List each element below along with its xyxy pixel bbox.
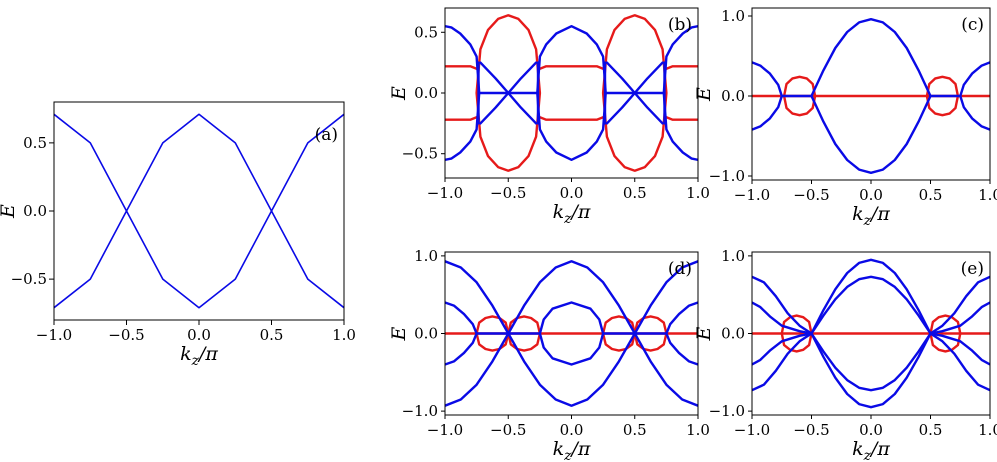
y-axis-label: E — [693, 87, 715, 102]
x-tick-label: −0.5 — [108, 326, 144, 344]
panel-label: (b) — [668, 15, 692, 35]
x-tick-label: 0.5 — [260, 326, 284, 344]
x-tick-label: 1.0 — [332, 326, 356, 344]
x-tick-label: 0.0 — [859, 421, 883, 439]
band-blue-6 — [445, 260, 698, 407]
x-tick-label: 0.5 — [623, 421, 647, 439]
band-blue-1 — [54, 113, 344, 309]
band-red-4 — [538, 65, 605, 70]
series-group — [752, 18, 990, 174]
x-tick-label: −0.5 — [490, 184, 526, 202]
x-tick-label: −0.5 — [793, 421, 829, 439]
y-axis-label: E — [388, 326, 410, 341]
band-blue-9 — [536, 25, 607, 161]
y-tick-label: −1.0 — [709, 402, 745, 420]
y-tick-label: 0.5 — [23, 134, 47, 152]
band-blue-5 — [445, 260, 698, 407]
panel-e: −1.0 −0.5 0.0 0.5 1.0 −1.0 0.0 1.0 kz/π E (e) — [693, 247, 997, 462]
y-tick-label: −1.0 — [709, 167, 745, 185]
band-blue-12 — [929, 332, 990, 366]
x-tick-label: 0.5 — [623, 184, 647, 202]
y-tick-label: 0.0 — [23, 202, 47, 220]
x-axis-label: kz/π — [852, 203, 890, 229]
y-tick-label: 1.0 — [721, 247, 745, 265]
y-axis-label: E — [0, 204, 19, 219]
x-tick-label: 1.0 — [686, 184, 710, 202]
band-blue-11 — [929, 301, 990, 335]
panel-a: −1.0 −0.5 0.0 0.5 1.0 −0.5 0.0 0.5 kz/π E (a) — [0, 101, 356, 369]
x-axis-label: kz/π — [852, 438, 890, 462]
y-tick-label: −1.0 — [402, 402, 438, 420]
band-red-6 — [665, 65, 698, 70]
band-blue-5 — [752, 275, 813, 335]
band-blue-10 — [929, 332, 990, 392]
series-group — [752, 258, 990, 409]
band-red-3 — [445, 116, 478, 121]
band-red-1 — [782, 75, 817, 117]
band-red-1 — [601, 14, 668, 172]
y-tick-label: 0.0 — [721, 87, 745, 105]
plot-frame — [53, 101, 345, 321]
x-tick-label: 1.0 — [978, 186, 997, 204]
y-tick-label: 0.0 — [721, 325, 745, 343]
x-tick-label: −0.5 — [793, 186, 829, 204]
x-tick-label: −1.0 — [427, 184, 463, 202]
x-tick-label: −1.0 — [427, 421, 463, 439]
band-blue-7 — [752, 301, 813, 335]
band-blue-6 — [752, 332, 813, 392]
band-blue-8 — [445, 25, 481, 161]
y-tick-label: 1.0 — [721, 7, 745, 25]
x-tick-label: 0.0 — [560, 421, 584, 439]
panel-label: (e) — [961, 259, 984, 279]
band-blue-8 — [752, 332, 813, 366]
x-axis-label: kz/π — [180, 343, 218, 369]
x-tick-label: 1.0 — [686, 421, 710, 439]
y-axis-label: E — [693, 326, 715, 341]
panel-d: −1.0 −0.5 0.0 0.5 1.0 −1.0 0.0 1.0 kz/π E (d) — [388, 247, 710, 462]
y-tick-label: −0.5 — [402, 145, 438, 163]
series-group — [54, 113, 344, 309]
y-tick-label: 0.0 — [414, 84, 438, 102]
panel-label: (a) — [315, 125, 338, 145]
series-group — [445, 260, 698, 407]
y-axis-label: E — [388, 86, 410, 101]
panel-label: (c) — [961, 15, 984, 35]
y-tick-label: 0.5 — [414, 23, 438, 41]
x-tick-label: 0.5 — [919, 186, 943, 204]
x-tick-label: 1.0 — [978, 421, 997, 439]
panel-label: (d) — [668, 259, 692, 279]
x-tick-label: −1.0 — [734, 421, 770, 439]
x-axis-label: kz/π — [553, 438, 591, 462]
y-tick-label: 1.0 — [414, 247, 438, 265]
band-red-0 — [475, 14, 542, 172]
band-blue-9 — [929, 275, 990, 335]
panel-c: −1.0 −0.5 0.0 0.5 1.0 −1.0 0.0 1.0 kz/π E (c) — [693, 7, 997, 229]
series-group — [445, 14, 698, 172]
panel-b: −1.0 −0.5 0.0 0.5 1.0 −0.5 0.0 0.5 kz/π E (b) — [388, 7, 710, 227]
y-tick-label: −0.5 — [11, 270, 47, 288]
band-red-2 — [929, 314, 962, 353]
x-tick-label: −0.5 — [490, 421, 526, 439]
y-tick-label: 0.0 — [414, 325, 438, 343]
plot-frame — [751, 7, 991, 181]
band-red-7 — [665, 116, 698, 121]
band-red-5 — [538, 116, 605, 121]
x-tick-label: 0.0 — [859, 186, 883, 204]
band-blue-0 — [54, 113, 344, 309]
x-axis-label: kz/π — [553, 201, 591, 227]
x-tick-label: −1.0 — [36, 326, 72, 344]
x-tick-label: 0.0 — [560, 184, 584, 202]
band-red-2 — [445, 65, 478, 70]
x-tick-label: 0.0 — [187, 326, 211, 344]
x-tick-label: −1.0 — [734, 186, 770, 204]
x-tick-label: 0.5 — [919, 421, 943, 439]
